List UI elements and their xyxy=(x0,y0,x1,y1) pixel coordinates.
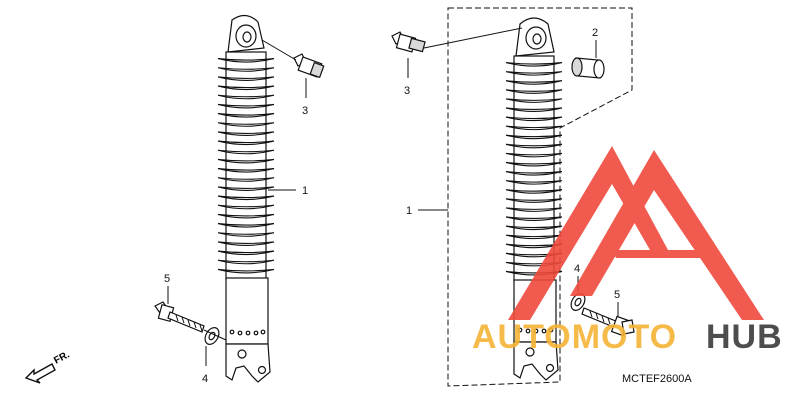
washer-4-left[interactable] xyxy=(202,325,221,347)
bolt-5-right[interactable] xyxy=(581,307,635,337)
spring-coil xyxy=(505,189,563,194)
spring-coil xyxy=(217,131,275,136)
callout-1-left[interactable]: 1 xyxy=(302,185,308,197)
callout-4-left[interactable]: 4 xyxy=(202,373,208,385)
spring-coil xyxy=(217,213,275,219)
spring-coil xyxy=(505,161,563,167)
spring-coil xyxy=(217,241,275,246)
spring-coil xyxy=(217,85,275,91)
spring-coil xyxy=(505,61,563,67)
spring-coil xyxy=(505,225,563,231)
bushing-2-right[interactable] xyxy=(571,57,605,79)
spring-coil xyxy=(505,180,563,185)
spring-coil xyxy=(505,143,563,149)
spring-coil xyxy=(217,122,275,127)
spring-coil xyxy=(217,103,275,109)
spring-coil xyxy=(505,98,563,103)
callout-5-left[interactable]: 5 xyxy=(164,273,170,285)
spring-coil xyxy=(505,198,563,203)
callout-2-right[interactable]: 2 xyxy=(592,27,598,39)
bolt-5-left[interactable] xyxy=(154,301,205,333)
front-direction-arrow: FR. xyxy=(24,349,72,384)
callout-3-left[interactable]: 3 xyxy=(302,105,308,117)
spring-coil xyxy=(505,107,563,113)
callout-1-right[interactable]: 1 xyxy=(406,205,412,217)
spring-coil xyxy=(217,149,275,155)
spring-coil xyxy=(505,80,563,85)
spring-coil xyxy=(505,152,563,158)
watermark-text-left: AUTOMOTO xyxy=(472,318,677,356)
spring-coil xyxy=(217,268,275,274)
callout-4-right[interactable]: 4 xyxy=(574,263,580,275)
spring-coil xyxy=(505,207,563,212)
spring-coil xyxy=(505,216,563,222)
watermark-text-right: HUB xyxy=(706,318,783,356)
spring-coil xyxy=(217,158,275,164)
spring-coil xyxy=(217,195,275,201)
spring-coil xyxy=(217,58,275,63)
spring-coil xyxy=(217,177,275,182)
shock-absorber-left[interactable] xyxy=(217,14,275,383)
spring-coil xyxy=(505,116,563,122)
spring-coil xyxy=(217,140,275,146)
spring-coils-right xyxy=(505,61,563,276)
direction-label: FR. xyxy=(52,349,72,366)
assembly-bracket-right xyxy=(447,7,633,387)
watermark-logo: AUTOMOTO HUB xyxy=(472,146,783,356)
spring-coil xyxy=(217,94,275,100)
spring-coil xyxy=(505,89,563,94)
diagram-code: MCTEF2600A xyxy=(622,373,692,385)
spring-coils-left xyxy=(217,58,275,274)
spring-coil xyxy=(217,223,275,228)
spring-coil xyxy=(217,76,275,81)
spring-coil xyxy=(505,134,563,140)
spring-coil xyxy=(217,113,275,118)
spring-coil xyxy=(217,204,275,210)
callout-3-right[interactable]: 3 xyxy=(404,85,410,97)
spring-coil xyxy=(217,186,275,191)
bolt-3-right[interactable] xyxy=(391,31,426,53)
spring-coil xyxy=(217,250,275,256)
spring-coil xyxy=(505,71,563,76)
spring-coil xyxy=(505,170,563,176)
spring-coil xyxy=(217,67,275,72)
spring-coil xyxy=(217,168,275,173)
spring-coil xyxy=(217,259,275,265)
bolt-3-left[interactable] xyxy=(293,53,325,79)
callout-5-right[interactable]: 5 xyxy=(614,289,620,301)
spring-coil xyxy=(505,125,563,131)
spring-coil xyxy=(217,232,275,237)
